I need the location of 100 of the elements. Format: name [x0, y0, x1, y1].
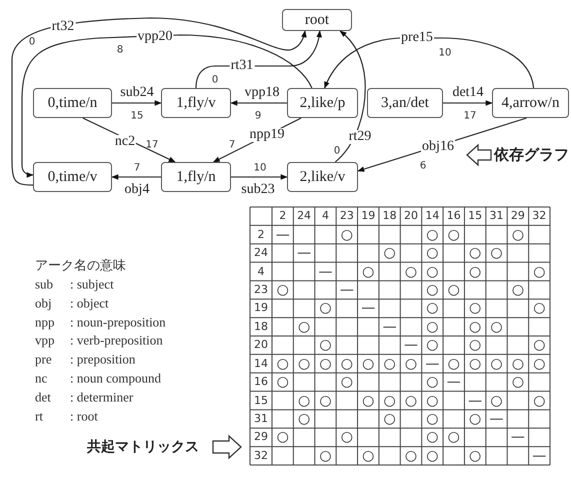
circle-mark: ○: [298, 412, 310, 426]
circle-mark: ○: [469, 246, 482, 260]
circle-mark: ○: [426, 320, 438, 334]
row-header: 14: [254, 358, 268, 370]
circle-mark: ○: [298, 320, 310, 334]
column-header: 32: [532, 210, 546, 222]
abbreviation: rt: [35, 408, 43, 424]
column-header: 15: [468, 210, 482, 222]
circle-mark: ○: [426, 375, 438, 390]
root-box: root: [282, 9, 352, 31]
meaning: : object: [70, 295, 109, 310]
circle-mark: ○: [404, 356, 418, 371]
edge-number: 10: [438, 48, 452, 58]
circle-mark: ○: [319, 356, 332, 371]
arrow: [230, 100, 287, 106]
abbreviation: npp: [35, 314, 54, 330]
circle-mark: ○: [276, 282, 289, 297]
meaning: : verb-preposition: [70, 332, 163, 348]
dash-mark: —: [361, 301, 376, 316]
circle-mark: ○: [512, 375, 524, 390]
edge-number: 9: [254, 110, 262, 122]
dash-mark: —: [340, 282, 354, 297]
dash-mark: —: [510, 430, 525, 444]
row-header: 2: [258, 228, 264, 241]
circle-mark: ○: [384, 394, 396, 408]
circle-mark: ○: [469, 338, 482, 352]
dash-mark: —: [404, 338, 418, 352]
edge-label: obj16: [421, 140, 455, 154]
edge-label: pre15: [400, 31, 434, 45]
meaning: : root: [70, 408, 98, 424]
circle-mark: ○: [469, 448, 482, 463]
arrow: [334, 30, 366, 162]
row-header: 16: [254, 376, 268, 388]
column-header: 23: [340, 210, 354, 222]
word-box: 1,fly/v: [161, 88, 231, 118]
abbreviation: sub: [35, 276, 54, 292]
circle-mark: ○: [469, 301, 482, 316]
circle-mark: ○: [533, 356, 546, 371]
circle-mark: ○: [298, 394, 310, 408]
circle-mark: ○: [404, 394, 418, 408]
row-header: 23: [254, 284, 268, 296]
arrow: [443, 100, 493, 106]
abbreviation: pre: [35, 352, 52, 367]
dash-mark: —: [425, 356, 440, 371]
word-box: 3,an/det: [367, 88, 443, 118]
row-header: 4: [258, 266, 264, 278]
arrow: [11, 17, 306, 186]
circle-mark: ○: [426, 282, 438, 297]
circle-mark: ○: [340, 375, 353, 390]
meaning: : noun-preposition: [70, 314, 166, 330]
circle-mark: ○: [404, 448, 418, 463]
abbreviation: obj: [35, 295, 52, 310]
edge-number: 15: [130, 110, 144, 122]
circle-mark: ○: [426, 412, 438, 426]
edge-number: 17: [464, 110, 476, 122]
abbreviation: det: [35, 389, 51, 404]
circle-mark: ○: [340, 430, 353, 444]
circle-mark: ○: [276, 356, 289, 371]
circle-mark: ○: [533, 394, 546, 408]
circle-mark: ○: [426, 430, 438, 444]
circle-mark: ○: [276, 430, 289, 444]
edge-number: 7: [228, 140, 236, 150]
circle-mark: ○: [319, 394, 332, 408]
circle-mark: ○: [426, 394, 438, 408]
circle-mark: ○: [448, 356, 460, 371]
meaning: : preposition: [70, 352, 136, 367]
edge-number: 0: [212, 74, 218, 86]
abbreviation: nc: [35, 370, 48, 386]
circle-mark: ○: [469, 264, 482, 278]
dash-mark: —: [276, 228, 290, 242]
meaning: : noun compound: [70, 370, 161, 386]
circle-mark: ○: [319, 301, 332, 316]
row-header: 32: [254, 450, 268, 462]
circle-mark: ○: [533, 338, 546, 352]
dash-mark: —: [446, 375, 461, 390]
word-box: 2,like/p: [287, 88, 358, 118]
circle-mark: ○: [448, 282, 460, 297]
edge-number: 6: [420, 160, 426, 172]
row-header: 19: [254, 302, 268, 314]
circle-mark: ○: [298, 356, 310, 371]
circle-mark: ○: [512, 356, 524, 371]
column-header: 29: [510, 210, 525, 222]
edge-number: 17: [146, 140, 158, 150]
circle-mark: ○: [384, 246, 396, 260]
arrow: [231, 174, 288, 180]
circle-mark: ○: [533, 264, 546, 278]
circle-mark: ○: [426, 448, 438, 463]
edge-number: 0: [28, 36, 36, 48]
circle-mark: ○: [426, 246, 438, 260]
edge-label: vpp18: [244, 86, 280, 100]
column-header: 14: [425, 210, 440, 222]
circle-mark: ○: [533, 301, 546, 316]
edge-number: 7: [134, 162, 140, 174]
dash-mark: —: [532, 448, 546, 463]
edge-number: 8: [116, 44, 124, 56]
row-header: 24: [254, 247, 268, 260]
column-header: 20: [404, 210, 418, 222]
circle-mark: ○: [404, 264, 418, 278]
column-header: 19: [361, 210, 376, 222]
circle-mark: ○: [469, 412, 482, 426]
